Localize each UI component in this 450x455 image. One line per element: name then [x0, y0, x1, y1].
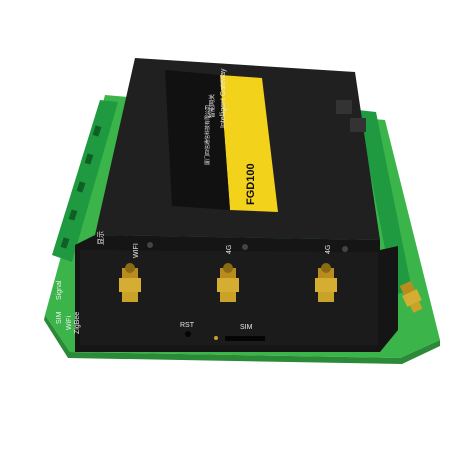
port-label-wan: 4G	[325, 244, 332, 254]
port-label-wifi: WIFI	[133, 243, 140, 258]
wifi-status-label: WiFi	[66, 316, 73, 330]
ethernet-ports	[336, 100, 366, 132]
model-text: FGD100	[245, 163, 257, 205]
terminal-strip-left	[52, 100, 118, 262]
signal-label: Signal	[56, 280, 63, 300]
rst-button	[185, 331, 191, 337]
zigbee-label: ZigBee	[74, 311, 81, 334]
company-name: 厦门四信通信科技有限公司	[205, 104, 211, 165]
product-label	[220, 75, 278, 212]
rst-label: RST	[180, 322, 194, 329]
antenna-4g	[217, 263, 239, 302]
sim-slot	[225, 336, 265, 341]
sim-status-label: SIM	[56, 311, 63, 324]
product-name-en: Intelligent Gateway	[220, 68, 227, 128]
antenna-wan	[315, 263, 337, 302]
sim-label: SIM	[240, 324, 253, 331]
antenna-wifi	[119, 263, 141, 302]
antenna-side	[399, 280, 423, 313]
terminal-strip-right	[358, 110, 412, 295]
display-label: 显示	[98, 231, 105, 245]
port-label-4g: 4G	[226, 244, 233, 254]
